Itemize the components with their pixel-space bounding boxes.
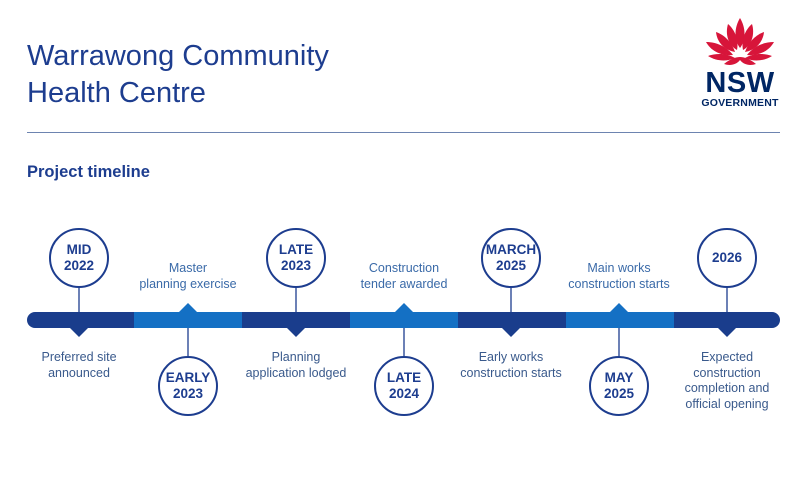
milestone-caption: Construction tender awarded — [360, 261, 448, 291]
milestone-pointer — [718, 328, 736, 337]
logo-wordmark: NSW — [705, 67, 775, 99]
milestone-date: LATE 2024 — [386, 370, 422, 401]
milestone-date-circle: MARCH 2025 — [481, 228, 541, 288]
milestone-date: MAY 2025 — [603, 370, 635, 401]
milestone-date: 2026 — [711, 250, 743, 265]
milestone-date-circle: LATE 2023 — [266, 228, 326, 288]
timeline-segment — [674, 312, 780, 328]
milestone-caption: Early works construction starts — [460, 350, 562, 380]
milestone-date-circle: 2026 — [697, 228, 757, 288]
milestone-date: MID 2022 — [63, 242, 95, 273]
milestone-date-circle: MID 2022 — [49, 228, 109, 288]
milestone-caption: Master planning exercise — [139, 261, 237, 291]
nsw-government-logo: NSW GOVERNMENT — [694, 14, 786, 110]
timeline-segment — [566, 312, 674, 328]
milestone-caption: Expected construction completion and off… — [684, 350, 770, 411]
timeline-segment — [242, 312, 350, 328]
milestone-pointer — [179, 303, 197, 312]
page-title: Warrawong Community Health Centre — [27, 38, 547, 112]
milestone-pointer — [610, 303, 628, 312]
milestone-date-circle: EARLY 2023 — [158, 356, 218, 416]
milestone-date-circle: LATE 2024 — [374, 356, 434, 416]
header-divider — [27, 132, 780, 133]
milestone-caption: Planning application lodged — [245, 350, 347, 380]
timeline-segment — [350, 312, 458, 328]
milestone-pointer — [287, 328, 305, 337]
milestone-date: MARCH 2025 — [485, 242, 537, 273]
timeline-segment — [458, 312, 566, 328]
milestone-caption: Main works construction starts — [568, 261, 670, 291]
milestone-date-circle: MAY 2025 — [589, 356, 649, 416]
milestone-date: EARLY 2023 — [165, 370, 211, 401]
waratah-icon — [706, 18, 774, 65]
timeline-segment — [134, 312, 242, 328]
title-line-2: Health Centre — [27, 77, 206, 109]
timeline-segment — [27, 312, 134, 328]
milestone-pointer — [395, 303, 413, 312]
milestone-pointer — [502, 328, 520, 337]
milestone-date: LATE 2023 — [278, 242, 314, 273]
title-line-1: Warrawong Community — [27, 40, 329, 72]
section-title: Project timeline — [27, 163, 150, 181]
milestone-pointer — [70, 328, 88, 337]
logo-government-label: GOVERNMENT — [701, 97, 779, 109]
milestone-caption: Preferred site announced — [41, 350, 117, 380]
